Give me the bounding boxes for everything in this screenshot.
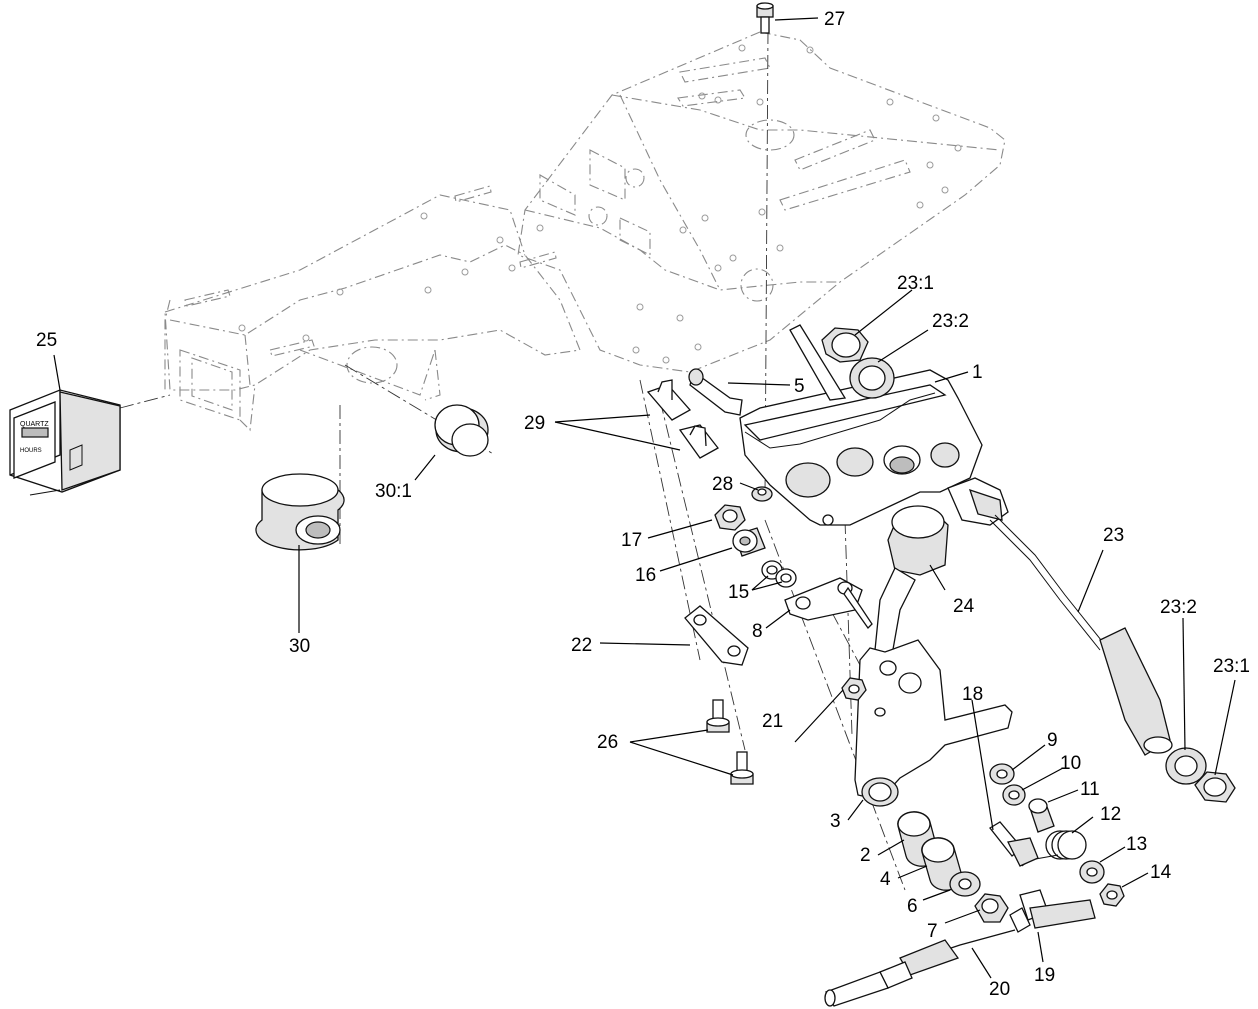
washer-6-part	[949, 871, 981, 897]
washer-23-2-top-part	[849, 357, 895, 399]
callout-28: 28	[712, 474, 733, 495]
callout-5: 5	[794, 376, 805, 397]
washer-28-part	[751, 486, 773, 502]
callout-11: 11	[1080, 779, 1100, 800]
spring-12-part	[1021, 830, 1087, 867]
plate-22-part	[684, 605, 749, 666]
callout-22: 22	[571, 635, 592, 656]
callout-4: 4	[880, 869, 891, 890]
seat-switch-part	[255, 473, 345, 551]
knob-24-part	[874, 505, 949, 656]
harness-23-part	[947, 477, 1173, 756]
callout-27: 27	[824, 9, 845, 30]
nut-7-part	[974, 893, 1009, 923]
washer-10-part	[1002, 784, 1026, 806]
callout-23-2-right: 23:2	[1160, 597, 1197, 618]
callout-8: 8	[752, 621, 763, 642]
callout-30-1: 30:1	[375, 481, 412, 502]
callout-2: 2	[860, 845, 871, 866]
callout-15: 15	[728, 582, 749, 603]
spacer-11-part	[1028, 798, 1055, 833]
callout-26: 26	[597, 732, 618, 753]
callout-3: 3	[830, 811, 841, 832]
washer-13-part	[1079, 860, 1105, 884]
meter-brand-text: QUARTZ	[20, 421, 49, 428]
washer-9-part	[989, 763, 1015, 785]
frame-ghost	[119, 31, 1006, 545]
bolts-26-part	[706, 699, 754, 785]
callout-10: 10	[1060, 753, 1081, 774]
callout-12: 12	[1100, 804, 1121, 825]
nut-14-part	[1099, 883, 1125, 907]
pin-5-part	[688, 368, 743, 416]
callout-18: 18	[962, 684, 983, 705]
clip-29-part	[646, 379, 719, 459]
callout-6: 6	[907, 896, 918, 917]
cable-19-20-part	[824, 889, 1096, 1007]
callout-23-2-top: 23:2	[932, 311, 969, 332]
meter-hours-text: HOURS	[20, 448, 42, 454]
callout-1: 1	[972, 362, 983, 383]
lever-arm-3-part	[854, 639, 1013, 807]
callout-23-1-top: 23:1	[897, 273, 934, 294]
sensor-18-part	[989, 821, 1039, 867]
callout-30: 30	[289, 636, 310, 657]
callout-21: 21	[762, 711, 783, 732]
callout-24: 24	[953, 596, 975, 617]
callout-16: 16	[635, 565, 656, 586]
callout-13: 13	[1126, 834, 1147, 855]
spacer-16-part	[732, 527, 766, 557]
callout-9: 9	[1047, 730, 1058, 751]
callout-23-1-right: 23:1	[1213, 656, 1250, 677]
callout-14: 14	[1150, 862, 1172, 883]
washer-23-2-right-part	[1165, 747, 1207, 785]
callout-7: 7	[927, 921, 938, 942]
nut-23-1-top-part	[821, 327, 869, 363]
callout-20: 20	[989, 979, 1010, 1000]
bolt-27-part	[756, 2, 774, 34]
nut-23-1-right-part	[1194, 771, 1236, 803]
callout-25: 25	[36, 330, 57, 351]
callout-23: 23	[1103, 525, 1124, 546]
callout-29: 29	[524, 413, 545, 434]
callout-17: 17	[621, 530, 642, 551]
nut-17-part	[714, 504, 746, 531]
bushing-part	[434, 404, 489, 457]
hour-meter-part: QUARTZ HOURS	[9, 389, 121, 496]
leader-lines	[53, 17, 1236, 979]
link-8-part	[784, 577, 873, 630]
callout-labels: 27 23:1 23:2 1 5 25 29 28 30:1 17 16 15 …	[36, 9, 1250, 1000]
nut-21-part	[841, 677, 867, 701]
callout-19: 19	[1034, 965, 1055, 986]
